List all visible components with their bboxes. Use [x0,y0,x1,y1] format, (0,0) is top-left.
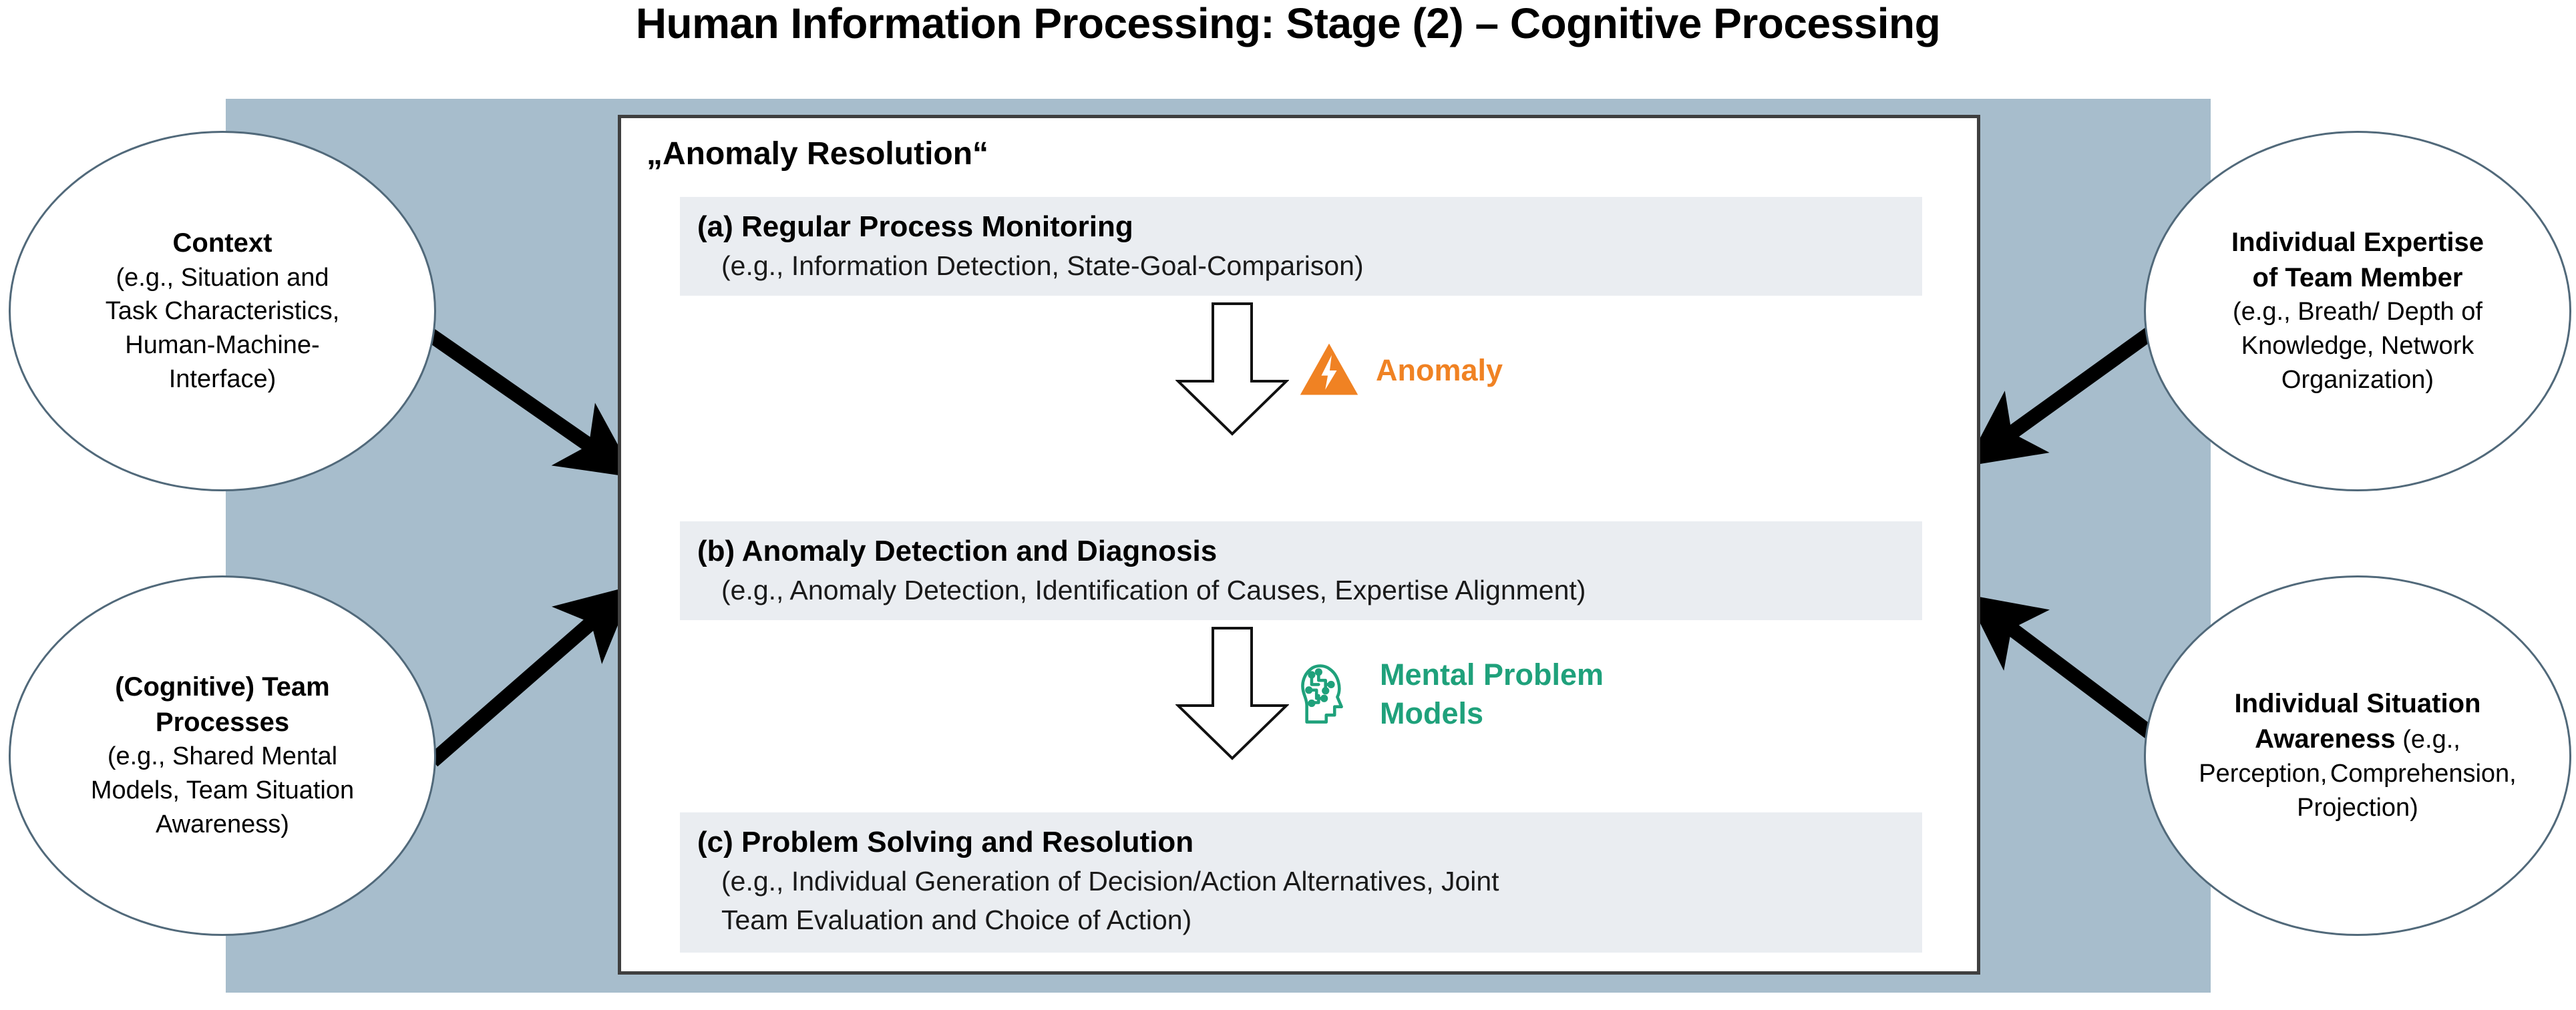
stage-c-title: (c) Problem Solving and Resolution [697,826,1194,858]
annotation-anomaly: Anomaly [1297,338,1503,403]
warning-triangle-lightning-icon [1300,343,1358,395]
circle-individual-situation-awareness[interactable]: Individual Situation Awareness (e.g., Pe… [2144,575,2571,936]
annotation-mental-problem-models: Mental Problem Models [1296,656,1604,732]
circle-team-processes-title: (Cognitive) Team Processes [115,672,330,737]
stage-a-title: (a) Regular Process Monitoring [697,210,1133,243]
stage-a-subtitle: (e.g., Information Detection, State-Goal… [721,250,1364,282]
stage-band-c[interactable]: (c) Problem Solving and Resolution (e.g.… [680,812,1922,953]
stage-band-b[interactable]: (b) Anomaly Detection and Diagnosis (e.g… [680,521,1922,620]
circle-individual-situation-awareness-subtitle: Perception, Comprehension, Projection) [2199,759,2517,822]
stage-c-subtitle-line1: (e.g., Individual Generation of Decision… [721,866,1499,897]
circle-team-processes[interactable]: (Cognitive) Team Processes (e.g., Shared… [9,575,436,936]
circle-individual-expertise-title: Individual Expertise of Team Member [2231,227,2484,292]
anomaly-resolution-heading: „Anomaly Resolution“ [647,136,989,172]
head-brain-circuit-icon [1301,664,1343,724]
stage-b-title: (b) Anomaly Detection and Diagnosis [697,535,1218,567]
annotation-anomaly-label: Anomaly [1376,353,1503,388]
circle-team-processes-subtitle: (e.g., Shared Mental Models, Team Situat… [90,742,355,839]
anomaly-resolution-box: „Anomaly Resolution“ (a) Regular Process… [618,115,1980,975]
stage-b-subtitle: (e.g., Anomaly Detection, Identification… [721,575,1586,606]
page-title: Human Information Processing: Stage (2) … [635,0,1941,47]
circle-context-subtitle: (e.g., Situation and Task Characteristic… [105,263,340,394]
flow-arrow-a-to-b [1175,302,1289,436]
flow-arrow-b-to-c [1175,627,1289,760]
circle-context[interactable]: Context (e.g., Situation and Task Charac… [9,131,436,491]
circle-context-title: Context [172,228,272,258]
stage-band-a[interactable]: (a) Regular Process Monitoring (e.g., In… [680,197,1922,296]
annotation-mental-problem-models-label: Mental Problem Models [1380,658,1604,730]
stage-c-subtitle-line2: Team Evaluation and Choice of Action) [721,905,1192,936]
circle-individual-expertise[interactable]: Individual Expertise of Team Member (e.g… [2144,131,2571,491]
circle-individual-expertise-subtitle: (e.g., Breath/ Depth of Knowledge, Netwo… [2233,298,2482,395]
circle-individual-situation-awareness-title: Individual Situation Awareness (e.g., [2234,689,2481,754]
